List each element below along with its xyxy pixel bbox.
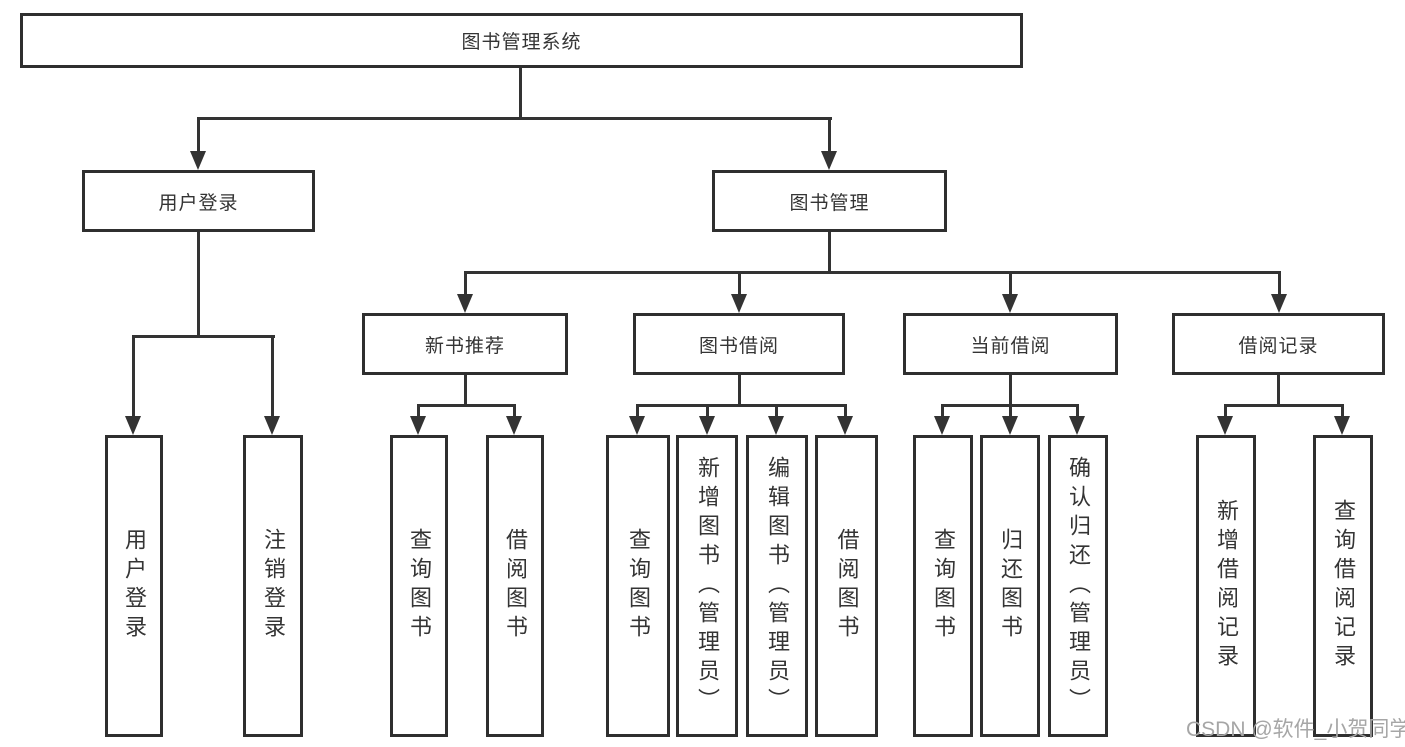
connector-line: [941, 404, 944, 418]
arrow-down-icon: [1002, 294, 1018, 313]
leaf-recommend-borrow-books-label: 借阅图书: [503, 528, 528, 644]
connector-line: [636, 404, 846, 407]
arrow-down-icon: [821, 151, 837, 170]
leaf-borrow-edit-books-admin-label: 编辑图书（管理员）: [765, 455, 790, 717]
leaf-current-query-books-label: 查询图书: [931, 528, 956, 644]
arrow-down-icon: [699, 416, 715, 435]
connector-line: [132, 335, 135, 418]
leaf-borrow-edit-books-admin: 编辑图书（管理员）: [746, 435, 808, 737]
watermark: CSDN @软件_小贺同学: [1186, 718, 1405, 741]
arrow-down-icon: [506, 416, 522, 435]
arrow-down-icon: [1217, 416, 1233, 435]
leaf-borrow-borrow-books: 借阅图书: [815, 435, 878, 737]
connector-line: [706, 404, 709, 418]
node-borrow-records-label: 借阅记录: [1238, 335, 1319, 357]
leaf-borrow-borrow-books-label: 借阅图书: [834, 528, 860, 644]
node-root-system: 图书管理系统: [20, 13, 1023, 68]
connector-line: [738, 271, 741, 297]
connector-line: [197, 117, 200, 153]
leaf-borrow-add-books-admin-label: 新增图书（管理员）: [695, 455, 720, 717]
leaf-borrow-query-books-label: 查询图书: [626, 528, 651, 644]
arrow-down-icon: [1002, 416, 1018, 435]
connector-line: [464, 271, 467, 297]
connector-line: [1009, 271, 1012, 297]
leaf-recommend-borrow-books: 借阅图书: [486, 435, 544, 737]
leaf-recommend-query-books-label: 查询图书: [407, 528, 432, 644]
leaf-borrow-add-books-admin: 新增图书（管理员）: [676, 435, 738, 737]
leaf-logout-label: 注销登录: [261, 528, 286, 644]
arrow-down-icon: [934, 416, 950, 435]
leaf-records-query-record-label: 查询借阅记录: [1331, 499, 1356, 673]
connector-line: [1224, 404, 1227, 418]
leaf-current-confirm-return-admin-label: 确认归还（管理员）: [1066, 455, 1091, 717]
leaf-user-login-label: 用户登录: [122, 528, 147, 644]
node-current-borrow-label: 当前借阅: [970, 335, 1051, 357]
node-user-login-label: 用户登录: [158, 192, 239, 214]
connector-line: [197, 117, 832, 120]
connector-line: [271, 335, 274, 418]
node-new-book-recommend: 新书推荐: [362, 313, 568, 375]
arrow-down-icon: [410, 416, 426, 435]
connector-line: [1278, 271, 1281, 297]
connector-line: [828, 117, 831, 153]
node-borrow-records: 借阅记录: [1172, 313, 1385, 375]
node-user-login: 用户登录: [82, 170, 315, 232]
node-root-system-label: 图书管理系统: [461, 32, 582, 53]
connector-line: [828, 232, 831, 274]
connector-line: [1277, 375, 1280, 407]
connector-line: [1009, 375, 1012, 407]
connector-line: [775, 404, 778, 418]
connector-line: [197, 232, 200, 338]
connector-line: [844, 404, 847, 418]
leaf-records-add-record: 新增借阅记录: [1196, 435, 1256, 737]
arrow-down-icon: [457, 294, 473, 313]
arrow-down-icon: [264, 416, 280, 435]
arrow-down-icon: [629, 416, 645, 435]
arrow-down-icon: [190, 151, 206, 170]
leaf-borrow-query-books: 查询图书: [606, 435, 670, 737]
leaf-recommend-query-books: 查询图书: [390, 435, 448, 737]
connector-line: [417, 404, 420, 418]
leaf-records-add-record-label: 新增借阅记录: [1214, 499, 1239, 673]
connector-line: [513, 404, 516, 418]
connector-line: [464, 375, 467, 407]
node-book-management-label: 图书管理: [789, 192, 870, 214]
connector-line: [636, 404, 639, 418]
arrow-down-icon: [1334, 416, 1350, 435]
node-book-management: 图书管理: [712, 170, 947, 232]
connector-line: [1009, 404, 1012, 418]
arrow-down-icon: [1271, 294, 1287, 313]
connector-line: [1224, 404, 1344, 407]
leaf-current-return-books-label: 归还图书: [998, 528, 1023, 644]
connector-line: [519, 68, 522, 120]
arrow-down-icon: [768, 416, 784, 435]
leaf-current-confirm-return-admin: 确认归还（管理员）: [1048, 435, 1108, 737]
node-book-borrow: 图书借阅: [633, 313, 845, 375]
node-new-book-recommend-label: 新书推荐: [424, 335, 505, 357]
connector-line: [132, 335, 275, 338]
arrow-down-icon: [731, 294, 747, 313]
arrow-down-icon: [125, 416, 141, 435]
leaf-logout: 注销登录: [243, 435, 303, 737]
arrow-down-icon: [837, 416, 853, 435]
node-book-borrow-label: 图书借阅: [698, 335, 779, 357]
connector-line: [1341, 404, 1344, 418]
connector-line: [417, 404, 516, 407]
connector-line: [1076, 404, 1079, 418]
connector-line: [464, 271, 1281, 274]
arrow-down-icon: [1069, 416, 1085, 435]
leaf-user-login: 用户登录: [105, 435, 163, 737]
leaf-current-query-books: 查询图书: [913, 435, 973, 737]
connector-line: [738, 375, 741, 407]
node-current-borrow: 当前借阅: [903, 313, 1118, 375]
leaf-records-query-record: 查询借阅记录: [1313, 435, 1373, 737]
leaf-current-return-books: 归还图书: [980, 435, 1040, 737]
